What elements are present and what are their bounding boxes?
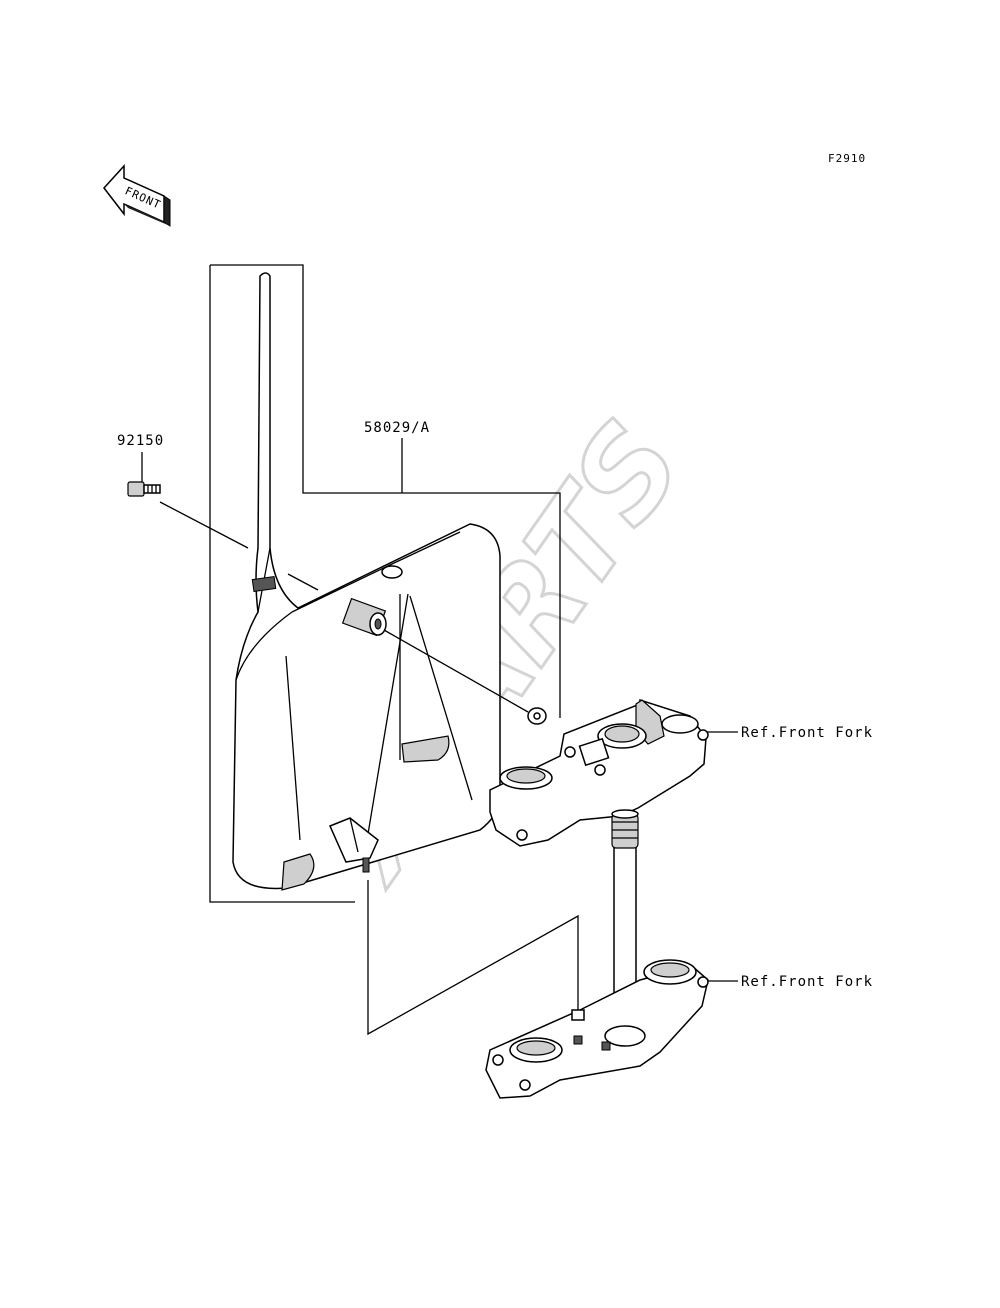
- number-plate: [232, 272, 501, 891]
- ref-front-fork-upper: Ref.Front Fork: [741, 725, 873, 741]
- collar: [341, 597, 387, 637]
- lower-triple-clamp: [485, 959, 709, 1099]
- part-number-58029-a: 58029/A: [364, 420, 430, 436]
- figure-code: F2910: [828, 152, 866, 165]
- bolt-92150: [127, 452, 161, 497]
- part-number-92150: 92150: [117, 433, 164, 449]
- front-arrow-icon: FRONT: [103, 164, 171, 227]
- washer: [527, 707, 547, 725]
- group-bracket: [209, 264, 561, 903]
- upper-triple-clamp: [489, 698, 709, 847]
- ref-front-fork-lower: Ref.Front Fork: [741, 974, 873, 990]
